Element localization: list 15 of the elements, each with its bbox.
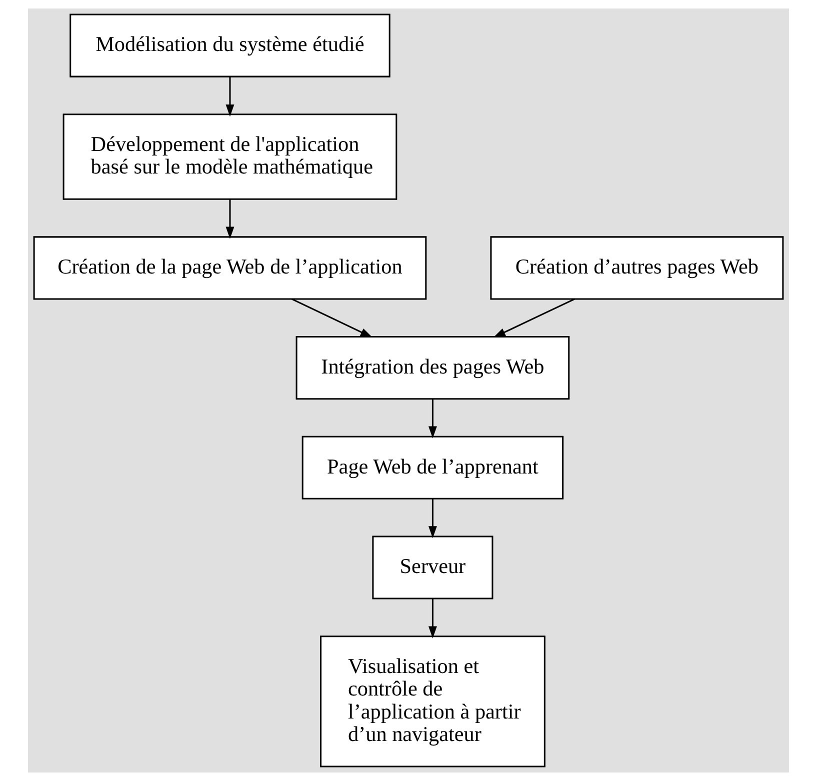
node-box: Création d’autres pages Web <box>490 236 784 300</box>
arrow <box>428 598 437 638</box>
node-box: Visualisation et contrôle de l’application à partir d’un navigateur <box>320 636 546 768</box>
node-box: Intégration des pages Web <box>296 336 570 400</box>
node-box: Page Web de l’apprenant <box>302 436 564 500</box>
arrow <box>493 298 575 338</box>
arrow <box>428 398 437 438</box>
arrow <box>292 298 373 338</box>
arrow <box>428 498 437 538</box>
node-box: Serveur <box>372 536 494 600</box>
node-box: Modélisation du système étudié <box>70 14 390 78</box>
node-box: Développement de l'application basé sur le modèle mathématique <box>62 114 398 200</box>
arrow <box>226 199 234 239</box>
arrow <box>226 76 234 117</box>
node-box: Création de la page Web de l’application <box>33 236 427 300</box>
